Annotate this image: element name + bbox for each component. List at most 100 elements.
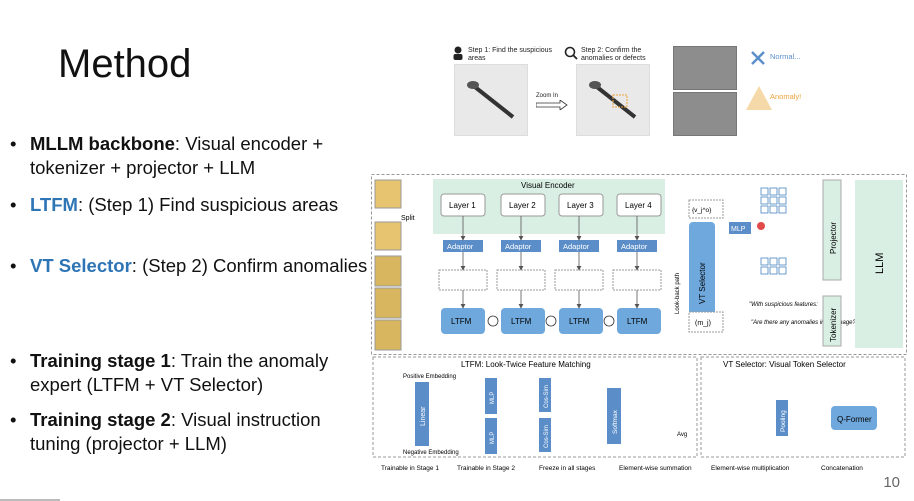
- legend-stage1: Trainable in Stage 1: [381, 465, 439, 472]
- anomaly-crop: [673, 92, 737, 136]
- adaptor-label: Adaptor: [505, 242, 532, 251]
- bullet-dot: •: [10, 409, 17, 430]
- screw-image-zoomed: [576, 64, 650, 136]
- projector-label: Projector: [829, 222, 838, 254]
- layer-3-label: Layer 3: [567, 201, 594, 210]
- architecture-diagram: Split Visual Encoder Layer 1 Layer 2 Lay…: [371, 174, 907, 472]
- ltfm-label: LTFM: [627, 317, 648, 326]
- bullet-dot: •: [10, 133, 17, 154]
- alert-icon: [746, 86, 772, 110]
- anomaly-label: Anomaly!: [770, 92, 802, 101]
- bullet-training-stage-2: • Training stage 2: Visual instruction t…: [10, 408, 370, 456]
- cross-icon: [751, 51, 765, 65]
- visual-encoder-label: Visual Encoder: [521, 181, 575, 190]
- linear-label: Linear: [420, 406, 427, 426]
- cossim-label: Cos-Sim: [544, 385, 550, 408]
- qformer-block: [831, 406, 877, 430]
- legend-freeze: Freeze in all stages: [539, 465, 596, 472]
- positive-embedding-label: Positive Embedding: [403, 374, 456, 380]
- linear-block: [415, 382, 429, 446]
- prompt1-text: "With suspicious features:: [749, 302, 818, 308]
- adaptor-label: Adaptor: [447, 242, 474, 251]
- step2-text: Step 2: Confirm the anomalies or defects: [581, 47, 646, 62]
- look-back-label: Look-back path: [675, 273, 681, 314]
- normal-label: Normal...: [770, 52, 801, 61]
- softmax-block: [607, 388, 621, 444]
- bullet-dot: •: [10, 194, 17, 215]
- bullet-blue: LTFM: [30, 194, 78, 215]
- token-grids: [760, 187, 787, 275]
- llm-block: [855, 180, 903, 348]
- screw-drawing: [589, 81, 637, 119]
- bullet-blue: VT Selector: [30, 255, 132, 276]
- pooling-label: Pooling: [780, 410, 787, 432]
- slide-title: Method: [58, 42, 192, 86]
- prompt2-text: "Are there any anomalies in the image?": [751, 320, 859, 326]
- tokenizer-label: Tokenizer: [829, 307, 838, 342]
- cossim-block-top: [539, 378, 551, 412]
- red-dot: [757, 222, 765, 230]
- adaptor-label: Adaptor: [621, 242, 648, 251]
- arrow-right-icon: [536, 100, 568, 110]
- footer-line: [0, 499, 60, 501]
- avg-label: Avg: [677, 432, 687, 438]
- negative-embedding-label: Negative Embedding: [403, 450, 459, 456]
- cossim-block-bottom: [539, 418, 551, 452]
- vp-box: [688, 199, 724, 219]
- tokenizer-block: [822, 295, 842, 347]
- bullet-ltfm: • LTFM: (Step 1) Find suspicious areas: [10, 193, 370, 217]
- sum-icons: [487, 315, 615, 327]
- adaptor-label: Adaptor: [563, 242, 590, 251]
- normal-crop: [673, 46, 737, 90]
- mlp-block-top: [485, 378, 497, 414]
- ltfm-label: LTFM: [451, 317, 472, 326]
- mlp-block-bottom: [485, 418, 497, 454]
- page-number: 10: [883, 474, 900, 491]
- zoom-in-label: Zoom In: [536, 93, 559, 99]
- encoder-arrows: [460, 216, 640, 309]
- adaptor-blocks: Adaptor Adaptor Adaptor Adaptor: [443, 240, 657, 252]
- input-images: [374, 179, 402, 351]
- llm-label: LLM: [874, 253, 886, 274]
- legend: Trainable in Stage 1 Trainable in Stage …: [381, 465, 863, 472]
- screw-image: [454, 64, 528, 136]
- pooling-block: [776, 400, 788, 436]
- bullet-mllm-backbone: • MLLM backbone: Visual encoder + tokeni…: [10, 132, 370, 180]
- legend-sum: Element-wise summation: [619, 465, 692, 472]
- legend-mult: Element-wise multiplication: [711, 465, 790, 472]
- screw-drawing: [467, 81, 515, 119]
- bullet-training-stage-1: • Training stage 1: Train the anomaly ex…: [10, 349, 370, 397]
- ltfm-blocks: LTFM LTFM LTFM LTFM: [441, 308, 661, 334]
- mlp-label: MLP: [490, 432, 496, 444]
- vp-label: {v_j^o}: [692, 207, 712, 214]
- layer-1-label: Layer 1: [449, 201, 476, 210]
- bullet-text: : Visual encoder + tokenizer + projector…: [30, 133, 324, 178]
- bullet-bold: MLLM backbone: [30, 133, 175, 154]
- split-label: Split: [401, 215, 415, 222]
- vts-title: VT Selector: Visual Token Selector: [723, 360, 846, 369]
- legend-concat: Concatenation: [821, 465, 863, 472]
- legend-stage2: Trainable in Stage 2: [457, 465, 515, 472]
- bullet-text: : (Step 2) Confirm anomalies: [131, 255, 368, 276]
- cossim-label: Cos-Sim: [544, 425, 550, 448]
- vt-selector-label: VT Selector: [698, 262, 707, 304]
- mj-box: [688, 311, 724, 333]
- bullet-text: : Visual instruction tuning (projector +…: [30, 409, 321, 454]
- bullet-dot: •: [10, 350, 17, 371]
- mlp-label: MLP: [731, 226, 746, 233]
- zoom-strip: Step 1: Find the suspicious areas Step 2…: [440, 40, 910, 140]
- bullet-text: : Train the anomaly expert (LTFM + VT Se…: [30, 350, 329, 395]
- magnifier-icon: [564, 46, 578, 60]
- mj-label: (m_j): [695, 320, 711, 327]
- qformer-label: Q-Former: [837, 415, 872, 424]
- mlp-label: MLP: [490, 392, 496, 404]
- ltfm-label: LTFM: [511, 317, 532, 326]
- projector-block: [822, 179, 842, 281]
- bullet-text: : (Step 1) Find suspicious areas: [77, 194, 339, 215]
- person-icon: [453, 46, 463, 60]
- layer-2-label: Layer 2: [509, 201, 536, 210]
- ltfm-label: LTFM: [569, 317, 590, 326]
- softmax-label: Softmax: [612, 409, 619, 434]
- feature-boxes: [438, 269, 662, 291]
- mlp-block: [729, 222, 751, 234]
